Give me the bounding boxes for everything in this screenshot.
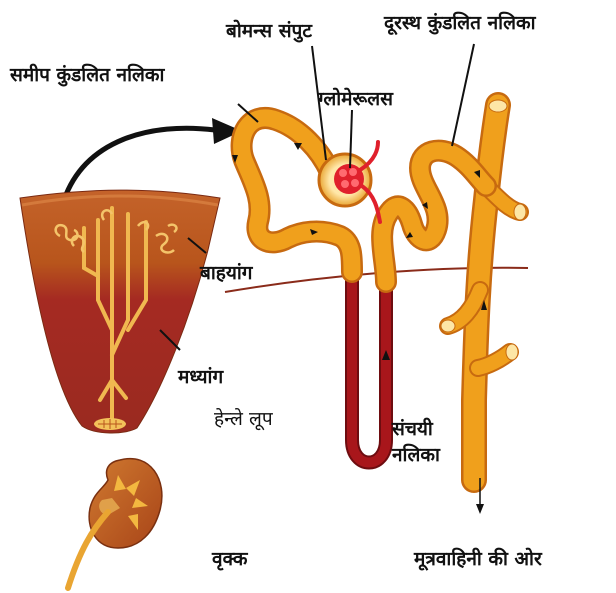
label-bowman: बोमन्स संपुट	[226, 20, 312, 42]
kidney-illustration	[68, 459, 162, 588]
label-to-ureter: मूत्रवाहिनी की ओर	[414, 548, 542, 570]
label-glomerulus: ग्लोमेरूलस	[318, 88, 393, 110]
label-dct: दूरस्थ कुंडलित नलिका	[384, 12, 536, 34]
zoom-arrow	[64, 118, 242, 200]
renal-pyramid	[20, 190, 220, 433]
label-henle: हेन्ले लूप	[214, 408, 273, 430]
label-medulla: मध्यांग	[178, 366, 223, 388]
loop-of-henle	[352, 270, 390, 463]
dct-pointer	[452, 44, 474, 146]
label-collecting-line2: नलिका	[392, 444, 440, 466]
label-cortex: बाहयांग	[200, 262, 253, 284]
label-pct: समीप कुंडलित नलिका	[10, 64, 164, 86]
label-kidney: वृक्क	[212, 548, 248, 570]
label-collecting-line1: संचयी	[392, 418, 433, 440]
